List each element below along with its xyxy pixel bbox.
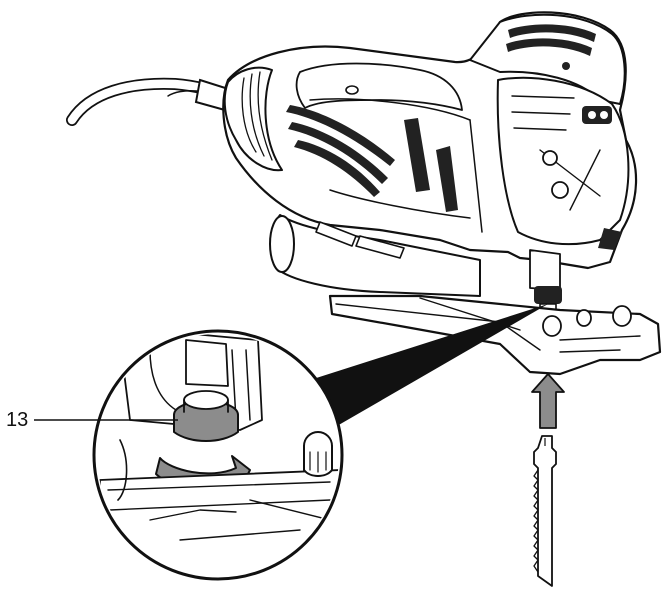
magnifier-wedge bbox=[310, 304, 548, 430]
magnifier-detail-icon bbox=[92, 329, 344, 581]
callout-label-13: 13 bbox=[6, 409, 28, 431]
callout-13: 13 bbox=[6, 409, 178, 431]
power-cord-icon bbox=[66, 77, 240, 126]
insert-arrow-icon bbox=[531, 373, 565, 429]
saw-blade-icon bbox=[533, 435, 557, 587]
jigsaw-icon bbox=[222, 11, 662, 376]
